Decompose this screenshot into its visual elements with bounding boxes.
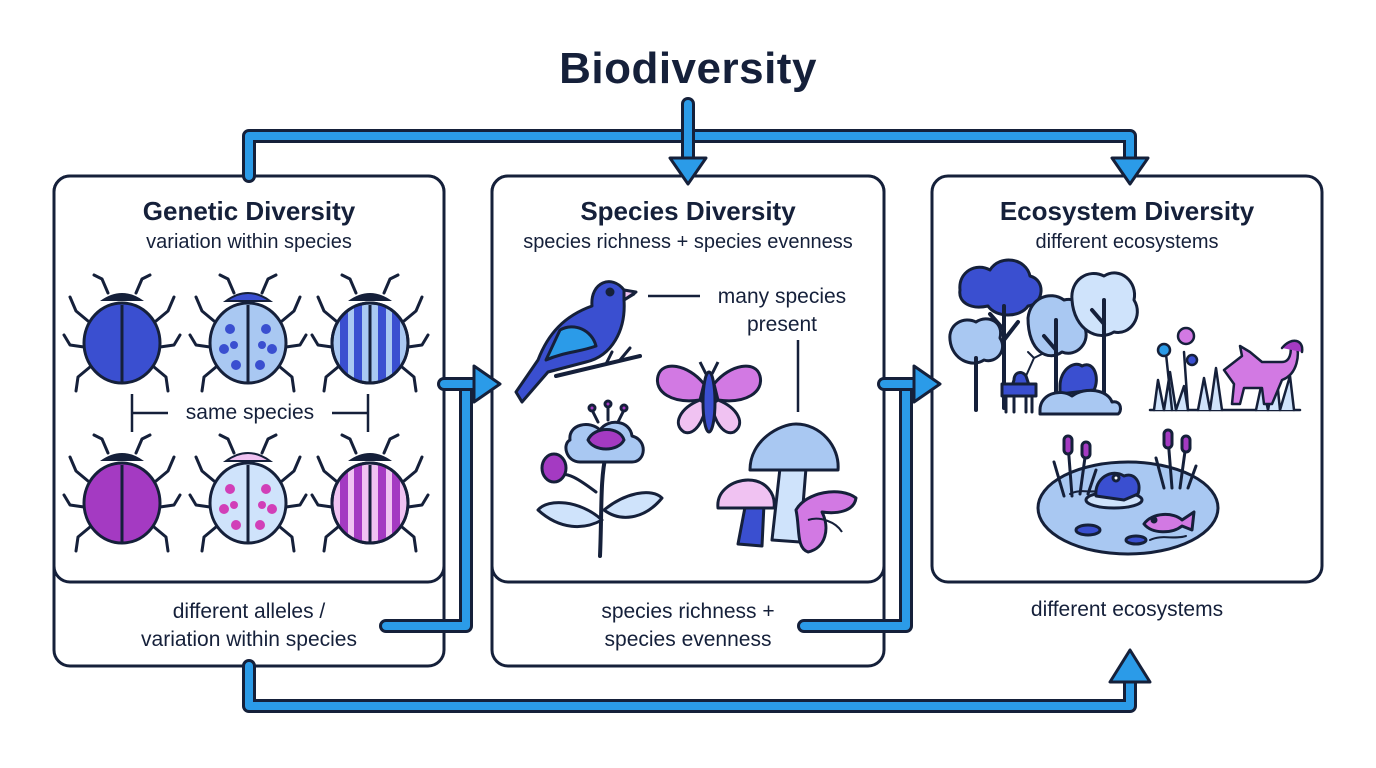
species-diversity-footer: species richness + species evenness — [492, 598, 884, 654]
species-diversity-subtitle: species richness + species evenness — [523, 231, 853, 253]
species-footer-line-1: species richness + — [601, 600, 775, 623]
species-footer-line-2: species evenness — [604, 628, 772, 651]
ecosystem-diversity-subtitle: different ecosystems — [1035, 231, 1219, 253]
mushroom-icon — [716, 422, 858, 554]
genetic-footer-line-1: different alleles / — [172, 600, 326, 623]
genetic-diversity-title: Genetic Diversity — [142, 196, 356, 226]
diagram-title: Biodiversity — [559, 44, 817, 93]
genetic-footer-line-2: variation within species — [141, 628, 357, 651]
beetle-icon-pink-spotted — [188, 433, 308, 553]
middle-connector-arrows — [379, 364, 942, 633]
forest-icon — [948, 258, 1139, 416]
top-connector-arrows — [242, 97, 1150, 186]
beetle-icon-magenta — [62, 433, 182, 553]
beetle-icon-blue-spotted — [188, 273, 308, 393]
many-species-line-2: present — [746, 313, 818, 336]
genetic-diversity-subtitle: variation within species — [146, 231, 352, 253]
meadow-icon — [1148, 326, 1304, 412]
genetic-diversity-footer: different alleles / variation within spe… — [54, 598, 444, 654]
ecosystem-diversity-footer: different ecosystems — [1030, 598, 1224, 621]
bird-icon — [514, 280, 642, 404]
beetle-icon-royal-blue — [62, 273, 182, 393]
species-diversity-title: Species Diversity — [580, 196, 796, 226]
bottom-connector-arrow — [242, 648, 1152, 713]
pond-icon — [1036, 428, 1220, 556]
many-species-line-1: many species — [717, 285, 847, 308]
butterfly-icon — [655, 361, 763, 435]
beetle-icon-blue-striped — [310, 273, 430, 393]
same-species-label: same species — [185, 401, 315, 424]
flower-icon — [536, 399, 664, 558]
many-species-label: many species present — [702, 283, 862, 339]
ecosystem-diversity-title: Ecosystem Diversity — [999, 196, 1255, 226]
same-species-bracket — [130, 394, 370, 432]
beetle-icon-magenta-striped — [310, 433, 430, 553]
